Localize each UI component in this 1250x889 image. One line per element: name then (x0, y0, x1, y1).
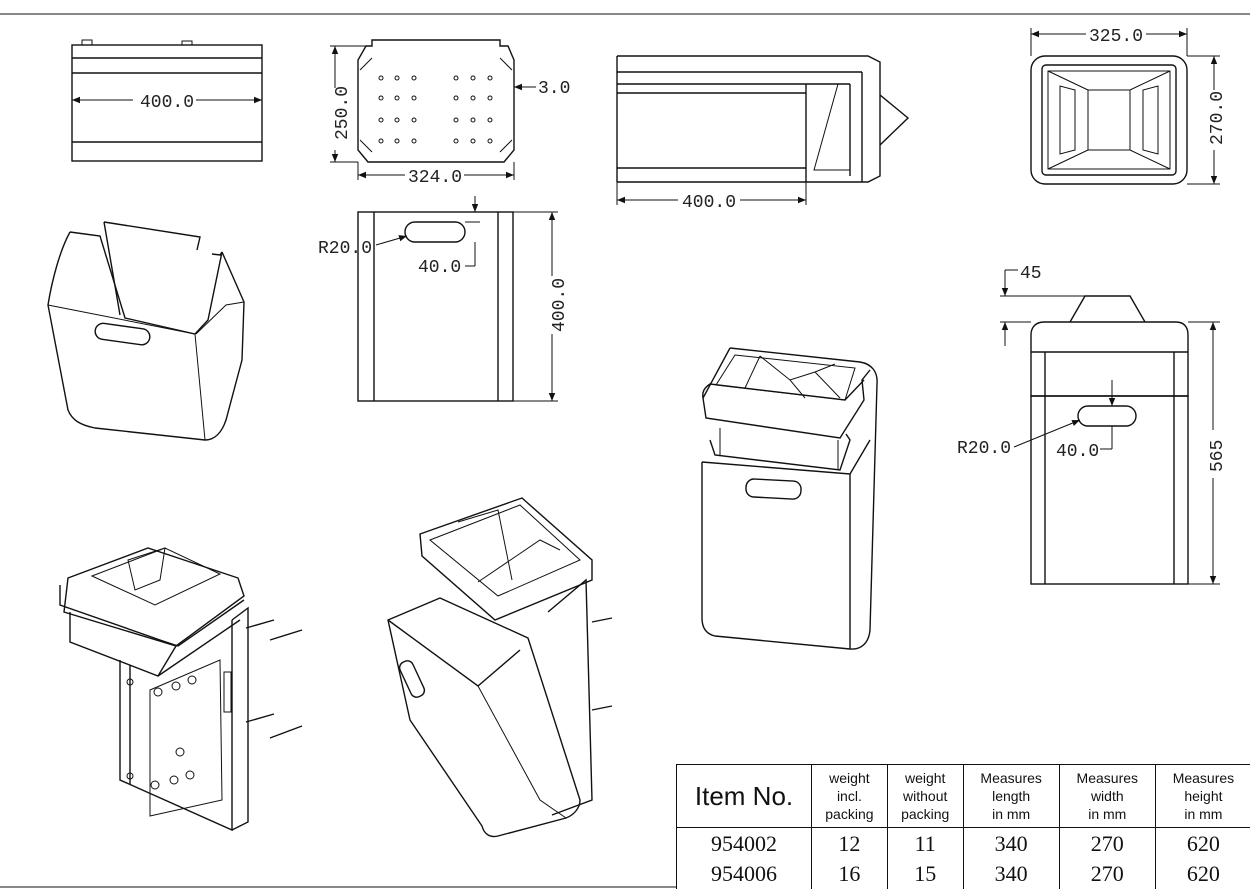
dim-hole-offset-2: 40.0 (1056, 442, 1099, 462)
cell-weight-incl: 12 (811, 826, 888, 860)
cell-item: 954002 (676, 826, 812, 860)
top-plate-view: 250.0 324.0 3.0 (330, 39, 570, 188)
perforation-holes (378, 75, 493, 144)
table-row: 954006 16 15 340 270 620 (676, 859, 1250, 889)
table-row: 954002 12 11 340 270 620 (676, 826, 1250, 860)
cell-width: 270 (1058, 826, 1156, 860)
liner-isometric-view (47, 221, 245, 441)
cell-height: 620 (1154, 859, 1250, 889)
mounting-bolts-1 (245, 619, 303, 739)
cell-item: 954006 (676, 859, 812, 889)
dim-side-width: 400.0 (140, 93, 194, 113)
cell-length: 340 (962, 826, 1060, 860)
dim-total-height: 565 (1208, 440, 1228, 472)
cell-weight-incl: 16 (811, 859, 888, 889)
wall-mount-exploded-view (59, 547, 303, 832)
dim-top-height: 250.0 (333, 86, 353, 140)
cell-weight-without: 15 (886, 859, 964, 889)
tilted-exploded-view (387, 497, 613, 838)
dim-top-thickness: 3.0 (538, 79, 570, 99)
mounting-bolts-2 (591, 617, 613, 711)
dim-front-height: 400.0 (550, 278, 570, 332)
side-view-strip: 400.0 (71, 39, 263, 162)
dim-hole-offset: 40.0 (418, 258, 461, 278)
dim-lid-rise: 45 (1020, 264, 1042, 284)
cell-weight-without: 11 (886, 826, 964, 860)
header-item-no: Item No. (676, 764, 812, 828)
cell-width: 270 (1058, 859, 1156, 889)
dim-lid-depth: 270.0 (1208, 91, 1228, 145)
bin-front-elevation: 40.0 R20.0 45 565 (957, 264, 1228, 585)
dim-hole-radius-2: R20.0 (957, 439, 1011, 459)
dim-side-length: 400.0 (682, 193, 736, 213)
liner-front-view: 40.0 R20.0 400.0 (318, 196, 570, 402)
cell-length: 340 (962, 859, 1060, 889)
dim-top-width: 324.0 (408, 168, 462, 188)
lid-top-view: 325.0 270.0 (1030, 27, 1228, 185)
side-profile-view: 400.0 (616, 55, 910, 213)
dim-hole-radius: R20.0 (318, 239, 372, 259)
bin-isometric-view (701, 347, 878, 650)
cell-height: 620 (1154, 826, 1250, 860)
dim-lid-width: 325.0 (1089, 27, 1143, 47)
